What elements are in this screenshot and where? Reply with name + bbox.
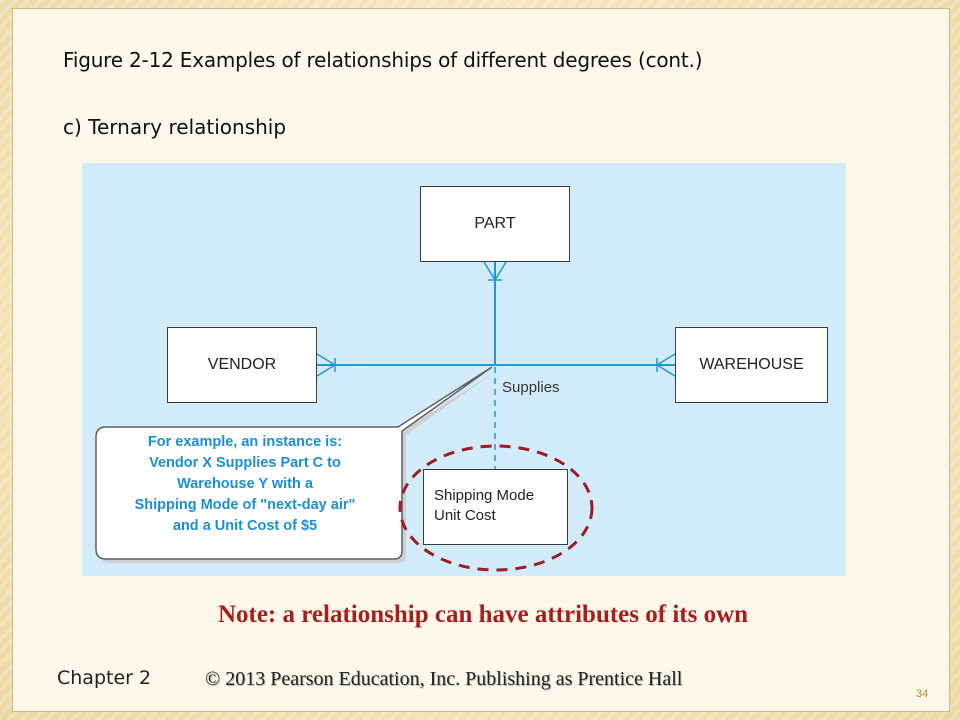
relationship-label: Supplies (502, 379, 560, 396)
vendor-crows-foot (316, 353, 336, 377)
entity-part: PART (420, 186, 570, 262)
part-crows-foot (483, 261, 507, 281)
footer-copyright: © 2013 Pearson Education, Inc. Publishin… (205, 668, 683, 690)
entity-vendor: VENDOR (167, 327, 317, 403)
attribute-shipping-mode: Shipping Mode (434, 487, 535, 504)
callout-line: Vendor X Supplies Part C to (149, 455, 341, 471)
note-text: Note: a relationship can have attributes… (217, 601, 749, 628)
callout-line: For example, an instance is: (147, 434, 343, 450)
callout-line: Shipping Mode of "next-day air" (134, 497, 356, 513)
diagram-lines (95, 261, 676, 572)
er-diagram: PART VENDOR WAREHOUSE Supplies Shipping … (82, 163, 846, 576)
slide-title: Figure 2-12 Examples of relationships of… (63, 48, 703, 72)
attribute-unit-cost: Unit Cost (434, 507, 496, 524)
callout-text: For example, an instance is: Vendor X Su… (100, 432, 390, 537)
callout-bubble (95, 366, 493, 560)
callout-line: Warehouse Y with a (177, 476, 313, 492)
slide-subtitle: c) Ternary relationship (63, 115, 287, 139)
highlight-circle (398, 444, 594, 572)
warehouse-crows-foot (656, 353, 676, 377)
relationship-attributes-box: Shipping Mode Unit Cost (423, 469, 568, 545)
page-number: 34 (916, 688, 929, 700)
entity-warehouse: WAREHOUSE (675, 327, 828, 403)
footer-chapter: Chapter 2 (57, 667, 152, 689)
callout-line: and a Unit Cost of $5 (172, 518, 318, 534)
